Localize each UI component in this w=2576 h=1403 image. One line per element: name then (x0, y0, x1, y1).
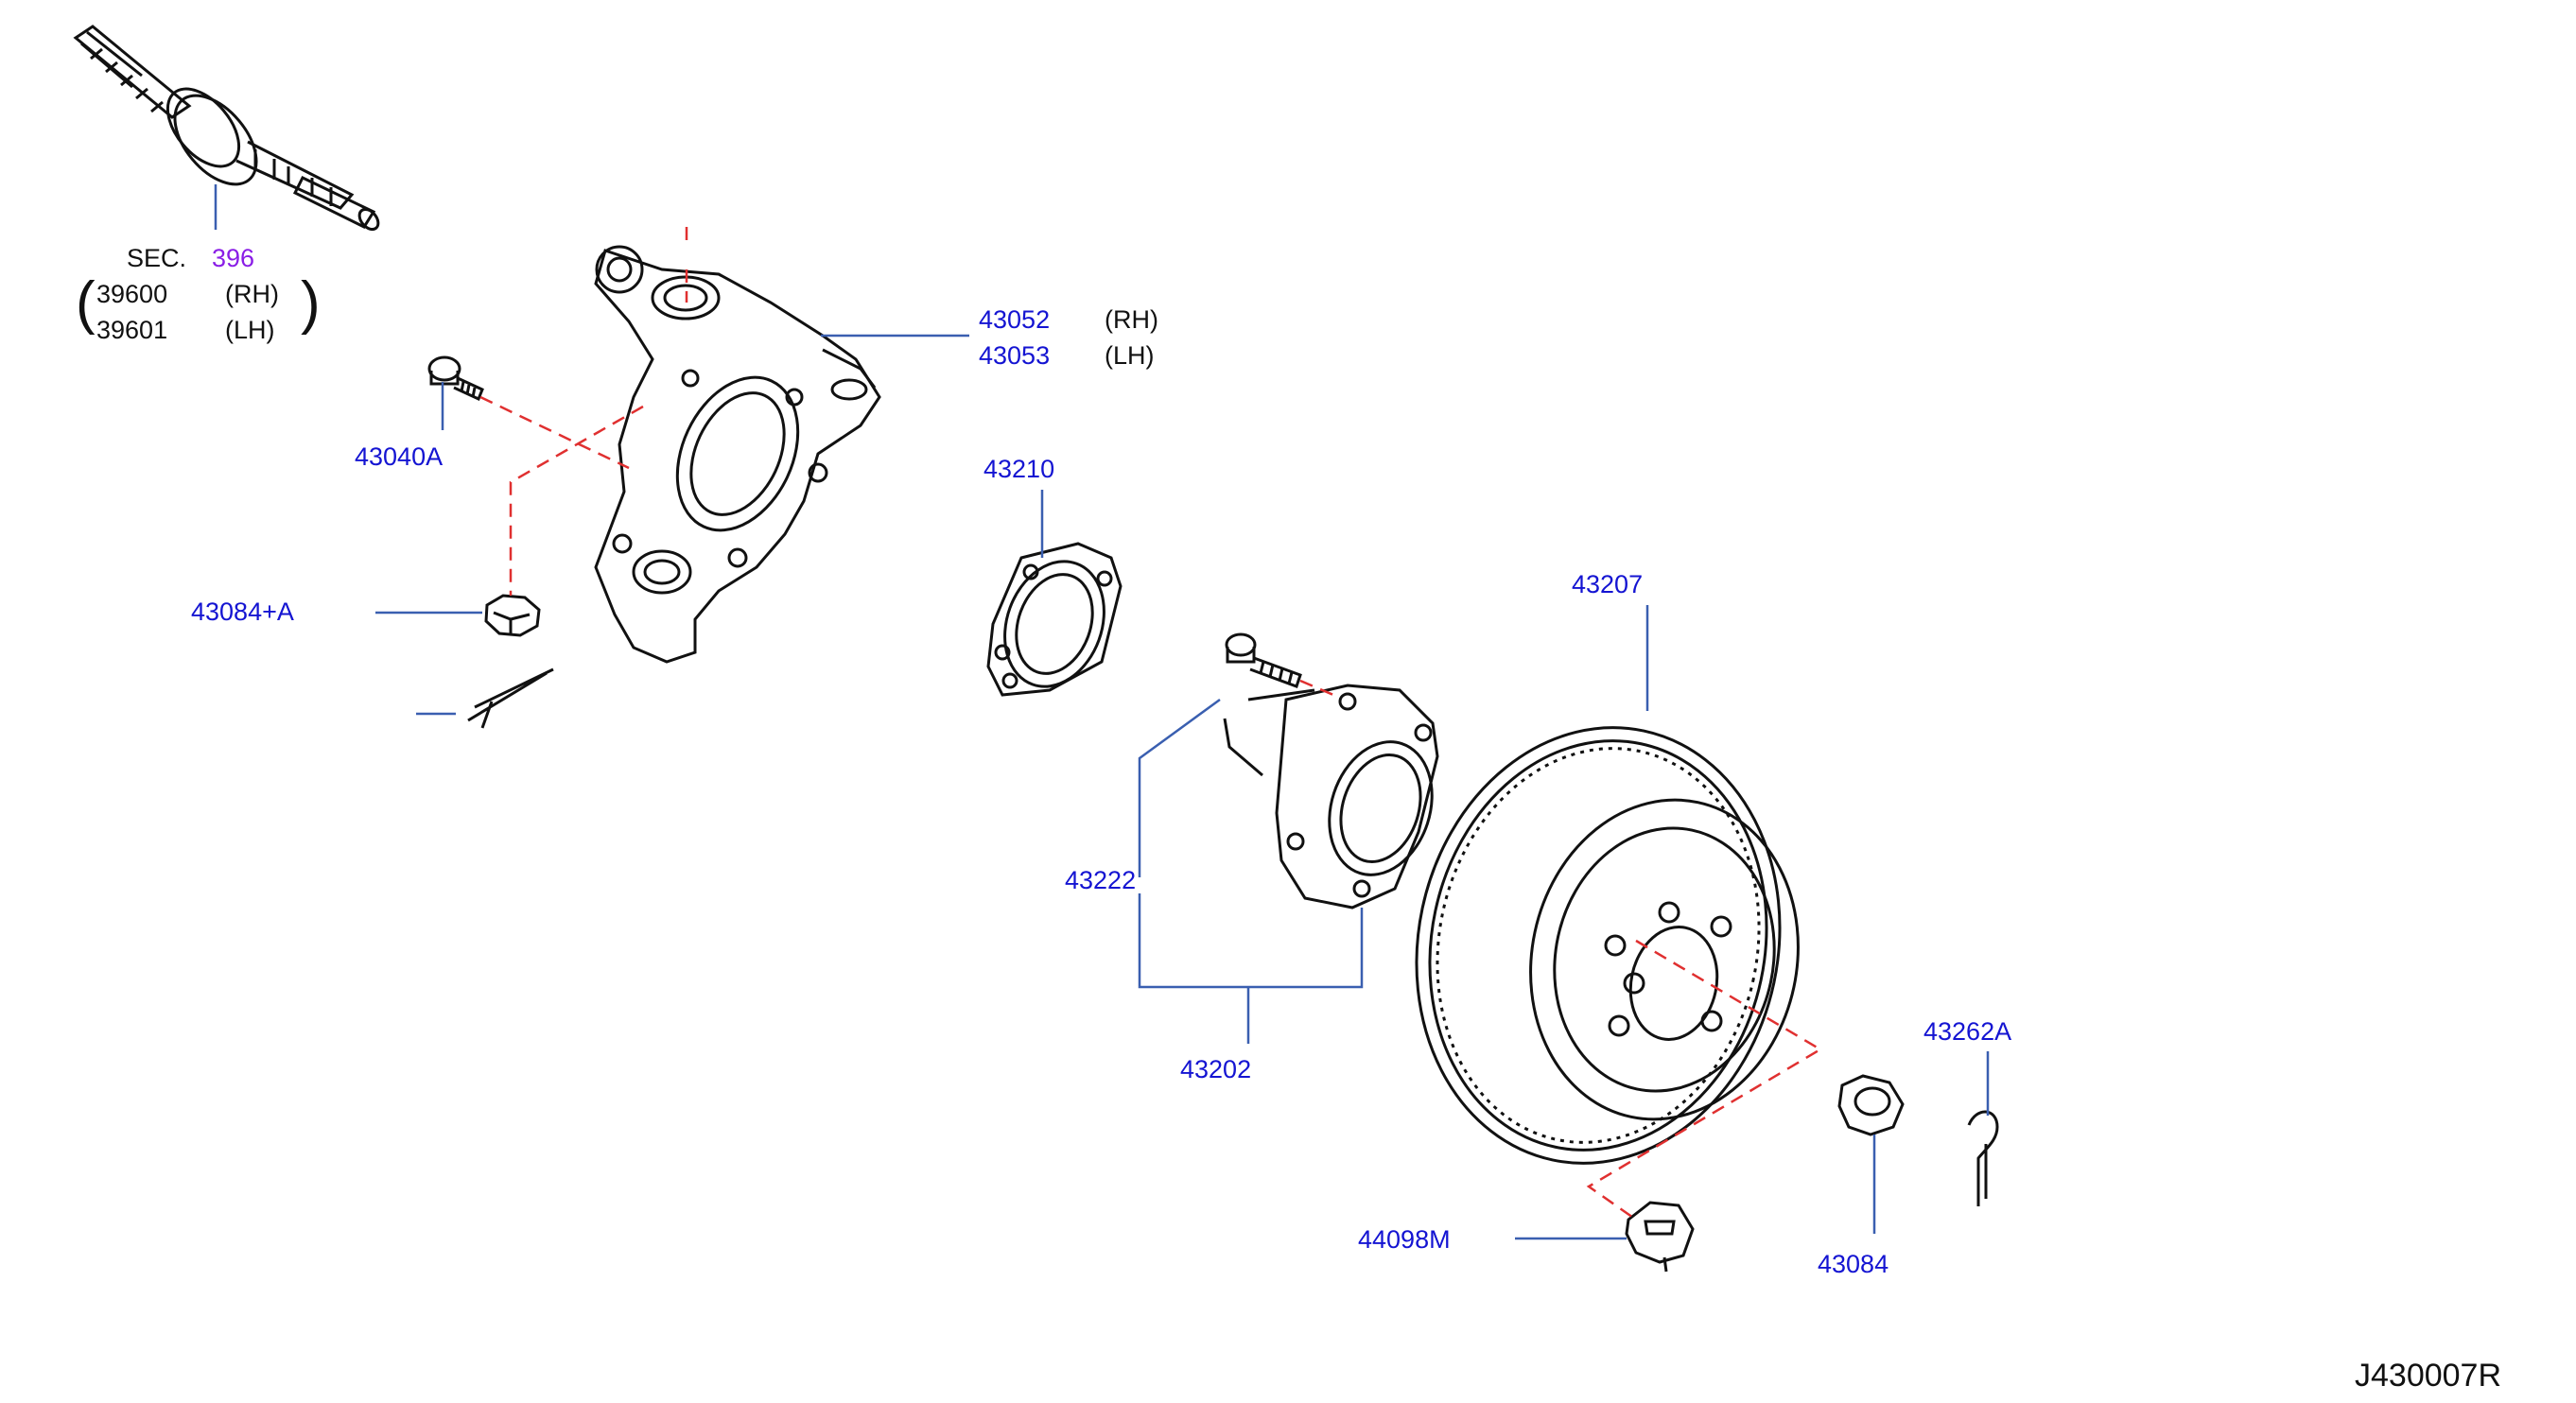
cap-icon (1625, 1201, 1695, 1273)
drive-shaft-rh-side: (RH) (225, 280, 279, 308)
bracket-right: ) (301, 270, 321, 336)
leader-lines (214, 184, 1990, 1240)
knuckle-lh-side: (LH) (1105, 341, 1155, 370)
brake-rotor-icon (1415, 726, 1800, 1165)
bracket-left: ( (76, 270, 96, 336)
drive-shaft-rh-number: 39600 (96, 280, 168, 308)
part-number-knuckle-rh[interactable]: 43052 (979, 305, 1051, 334)
cotter-pin-icon (1967, 1110, 1999, 1206)
part-number-cap[interactable]: 44098M (1358, 1225, 1451, 1254)
small-clip-icon (467, 667, 554, 729)
wheel-nut-icon (1837, 1074, 1905, 1136)
part-number-hub-bolt[interactable]: 43222 (1065, 866, 1137, 894)
knuckle-icon (594, 245, 881, 664)
part-number-bearing[interactable]: 43210 (983, 455, 1055, 483)
knuckle-rh-side: (RH) (1105, 305, 1158, 334)
drive-shaft-sec-prefix: SEC. (127, 244, 187, 272)
part-number-knuckle-bolt[interactable]: 43040A (355, 442, 444, 471)
part-number-knuckle-nut[interactable]: 43084+A (191, 598, 294, 626)
knuckle-nut-icon (484, 594, 541, 637)
bearing-icon (986, 542, 1123, 697)
part-number-wheel-nut[interactable]: 43084 (1818, 1250, 1889, 1278)
part-number-knuckle-lh[interactable]: 43053 (979, 341, 1051, 370)
drive-shaft-lh-side: (LH) (225, 316, 275, 344)
part-number-cotter-pin[interactable]: 43262A (1923, 1017, 2012, 1046)
diagram-code: J430007R (2355, 1358, 2502, 1394)
drive-shaft-lh-number: 39601 (96, 316, 168, 344)
drive-shaft-icon (73, 25, 380, 232)
drive-shaft-sec-link[interactable]: 396 (212, 244, 255, 272)
knuckle-bolt-icon (427, 355, 484, 402)
phantom-lines (479, 227, 1823, 1221)
hub-bolt-icon (1225, 632, 1302, 688)
part-number-rotor[interactable]: 43207 (1572, 570, 1644, 598)
hub-assembly-icon (1223, 684, 1439, 909)
part-number-hub-assembly[interactable]: 43202 (1180, 1055, 1252, 1083)
